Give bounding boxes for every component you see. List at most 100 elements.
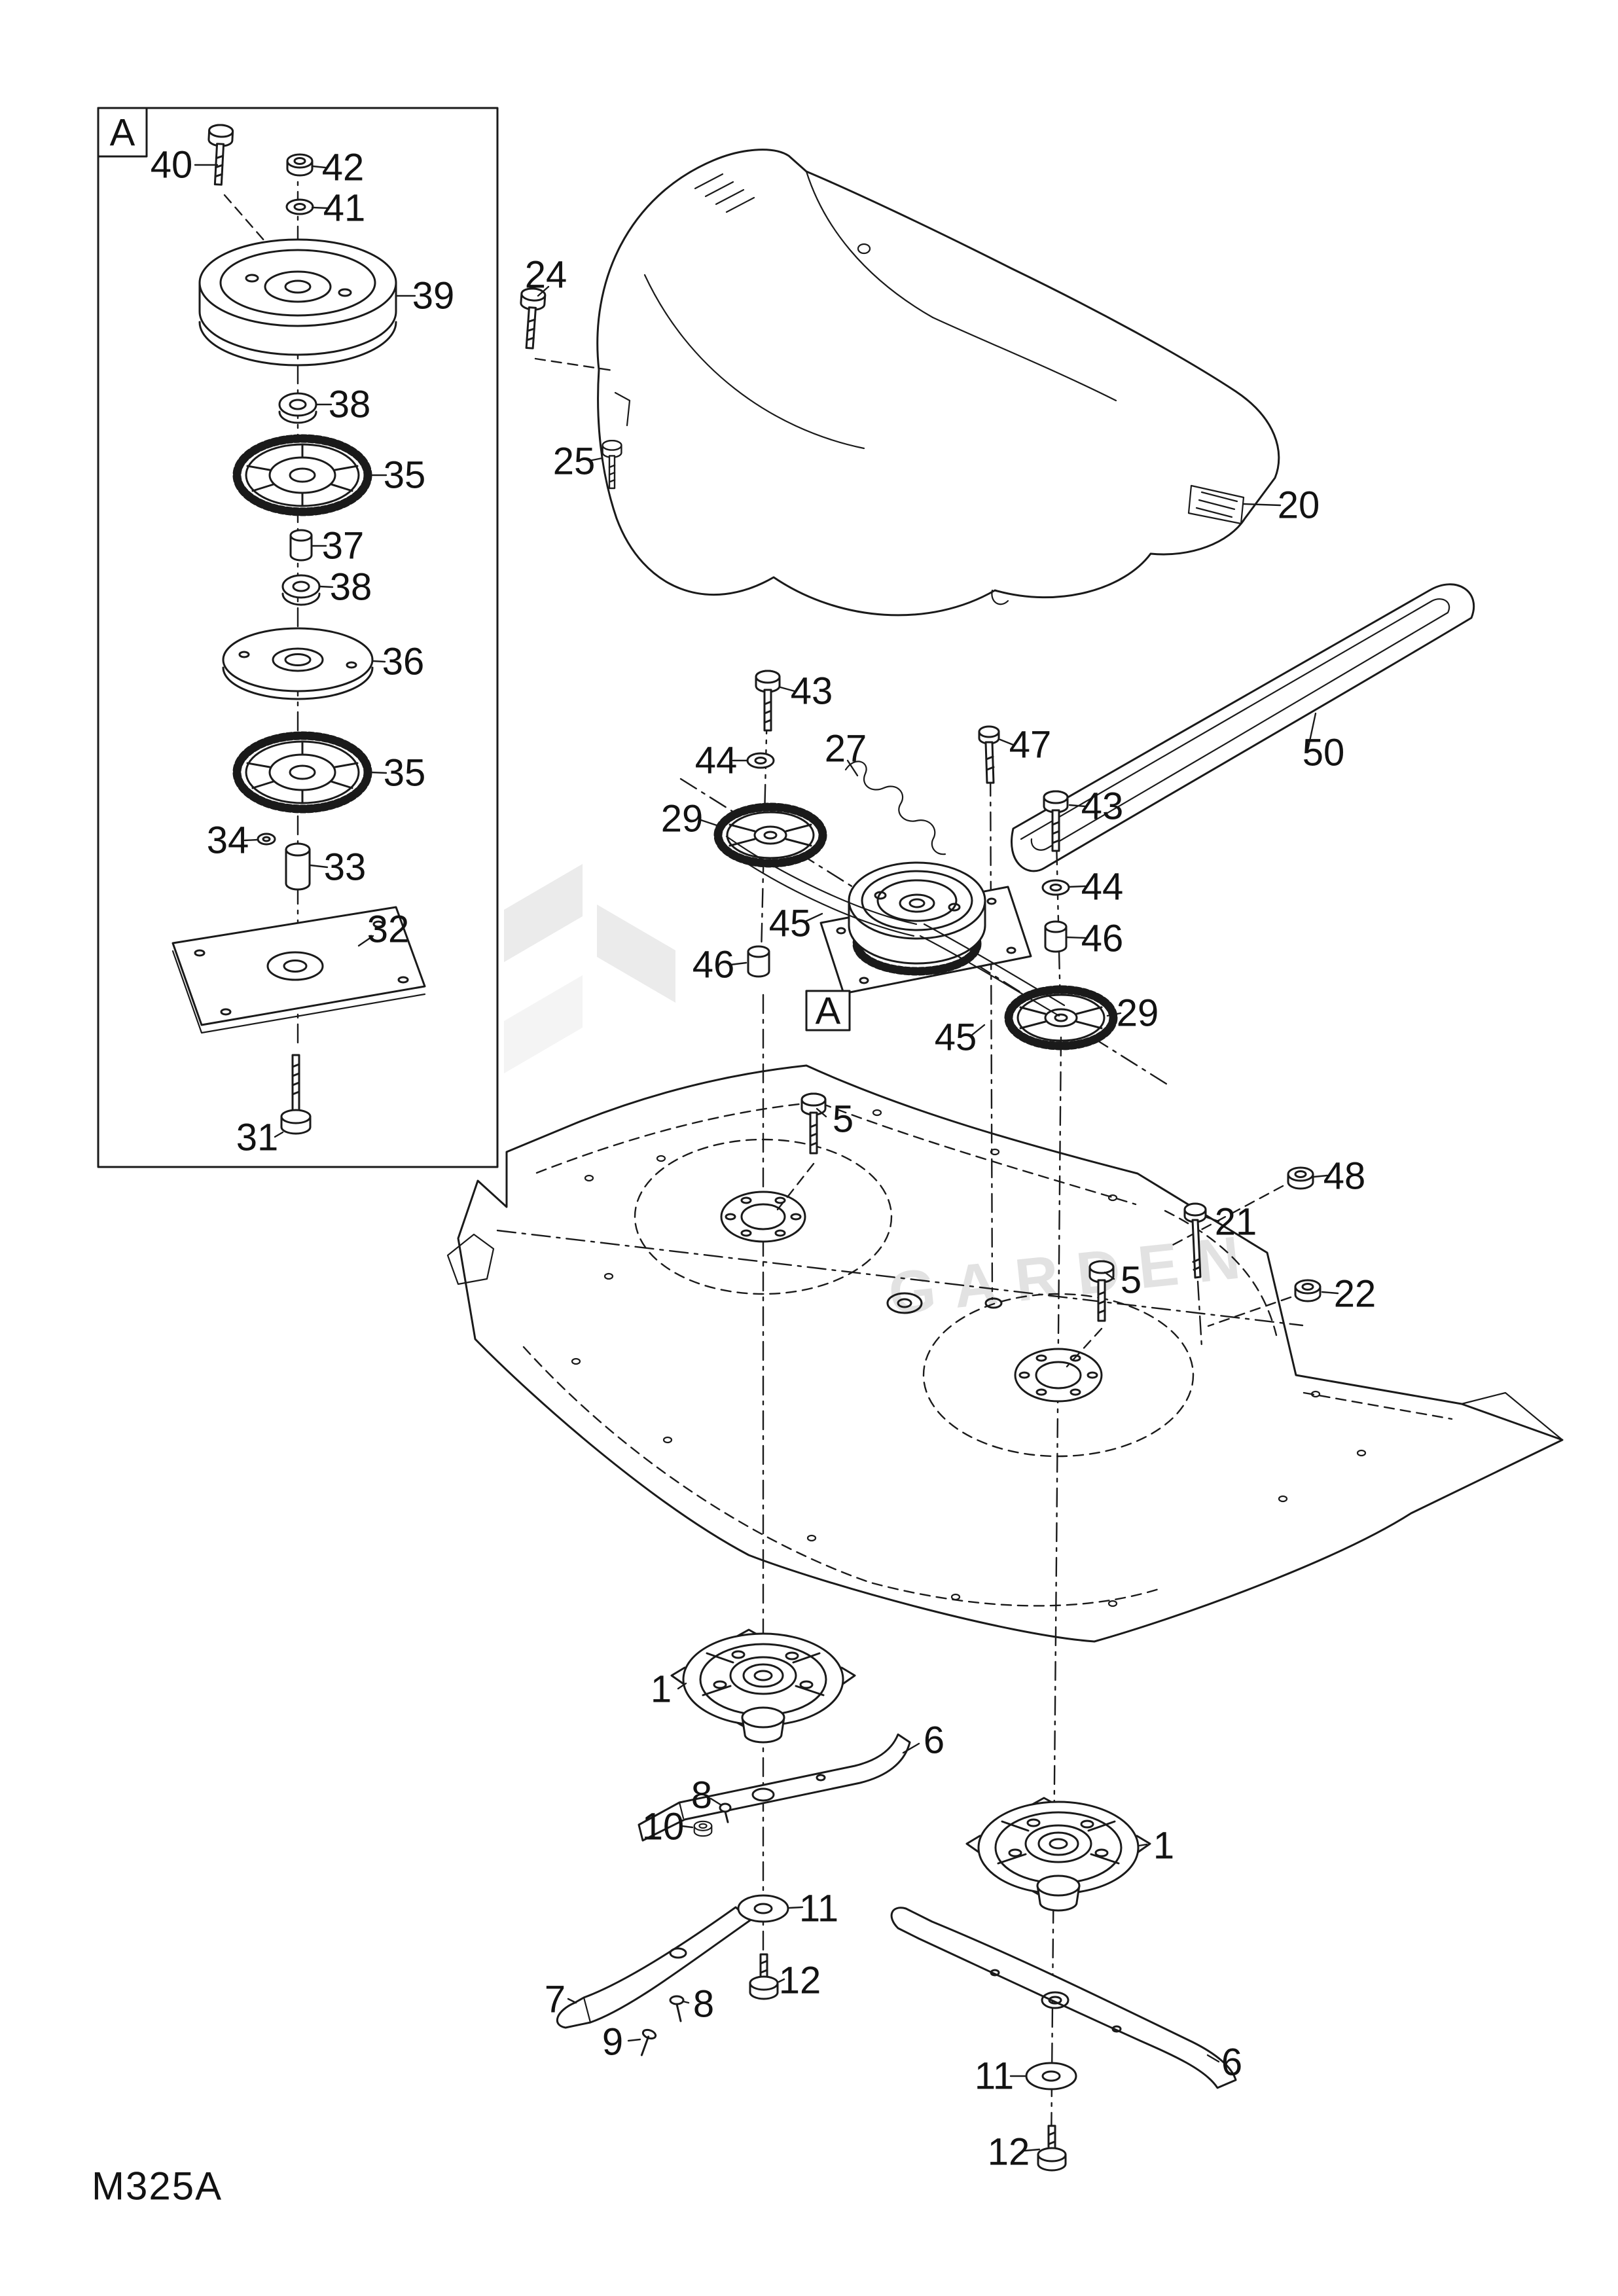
callout-12-left: 12 [779, 1960, 821, 2002]
nut-10 [693, 1820, 713, 1837]
leader-lines [194, 164, 1339, 2152]
callout-45-left: 45 [769, 903, 812, 945]
callout-42: 42 [322, 147, 365, 189]
callout-22: 22 [1334, 1273, 1376, 1316]
small-hardware [640, 1803, 732, 2056]
bolt-8-lower [669, 1995, 685, 2022]
plate-32 [171, 906, 426, 1034]
callout-39: 39 [412, 275, 455, 317]
bolt-43-left [755, 670, 781, 732]
callout-50: 50 [1303, 732, 1345, 774]
callout-38-upper: 38 [329, 384, 371, 426]
callout-43-right: 43 [1081, 785, 1124, 828]
callout-10: 10 [642, 1806, 685, 1848]
deck-holes [571, 1109, 1367, 1607]
callout-20: 20 [1278, 484, 1320, 527]
callout-11-right: 11 [975, 2055, 1014, 2098]
callout-44-left: 44 [695, 740, 738, 782]
callout-43-left: 43 [791, 670, 833, 713]
detail-ref-a-label: A [816, 990, 841, 1033]
gear-35-upper [237, 439, 368, 512]
spindle-assembly-left [670, 1628, 856, 1744]
spacer-33 [285, 842, 311, 891]
blade-lower-right [890, 1907, 1237, 2089]
washer-11-right [1025, 2062, 1077, 2090]
idler-assembly [679, 670, 1173, 1300]
callout-34: 34 [207, 819, 249, 862]
gear-35-lower [237, 736, 368, 809]
deck-cover [596, 149, 1280, 617]
spacer-46-left [747, 945, 770, 978]
detail-box-a [97, 107, 499, 1168]
deck-bolt-5-right [1066, 1260, 1115, 1368]
callout-47: 47 [1009, 724, 1052, 766]
callout-8-lower: 8 [693, 1983, 714, 2026]
callout-9: 9 [602, 2021, 623, 2064]
callout-8-upper: 8 [691, 1774, 712, 1817]
nut-34 [257, 833, 276, 846]
pulley-39 [198, 238, 397, 367]
callout-25: 25 [553, 440, 596, 483]
callout-6-upper: 6 [924, 1719, 944, 1762]
callout-6-lower: 6 [1221, 2041, 1242, 2084]
callout-37: 37 [322, 525, 365, 567]
cover-bolt-24 [516, 287, 614, 372]
belt-45 [720, 835, 1066, 1017]
callout-32: 32 [367, 908, 410, 951]
bolt-47 [978, 725, 1000, 784]
washer-11-left [737, 1894, 789, 1923]
detail-ref-a [805, 990, 851, 1031]
blade-bolt-12-left [749, 1953, 779, 2000]
callout-38-lower: 38 [330, 566, 372, 609]
blade-upper [638, 1733, 911, 1842]
callout-33: 33 [324, 846, 367, 889]
callout-40: 40 [151, 144, 193, 187]
callout-46-left: 46 [692, 944, 735, 986]
spacer-46-right [1044, 920, 1068, 953]
mower-deck [446, 994, 1564, 2155]
detail-box-a-label: A [110, 112, 135, 154]
deck-center-hole [886, 1292, 1003, 1314]
spacer-37 [289, 529, 313, 562]
center-pulley [848, 861, 986, 976]
bolt-21 [1183, 1202, 1207, 1348]
nut-48 [1172, 1166, 1314, 1246]
callout-35-upper: 35 [384, 454, 426, 497]
blade-bolt-12-right [1037, 2125, 1067, 2172]
washer-44-left [746, 752, 775, 769]
callout-44-right: 44 [1081, 866, 1124, 908]
callout-29-right: 29 [1117, 992, 1159, 1035]
callout-21: 21 [1215, 1201, 1257, 1244]
callout-29-left: 29 [661, 798, 704, 840]
callout-48: 48 [1323, 1155, 1366, 1198]
callout-35-lower: 35 [384, 752, 426, 795]
drive-belt [1011, 583, 1475, 872]
callout-1-left: 1 [651, 1668, 672, 1711]
cable-27 [844, 761, 946, 855]
disc-36 [222, 627, 374, 700]
callout-7: 7 [545, 1979, 566, 2021]
deck-bolt-5-left [776, 1092, 827, 1211]
deck-hub-right [1014, 1348, 1103, 1403]
washer-44-right [1041, 879, 1070, 896]
spindle-assembly-right [965, 1797, 1151, 1912]
deck-hub-left [720, 1191, 806, 1243]
bolt-9 [640, 2028, 657, 2056]
callout-36: 36 [382, 641, 425, 683]
blade-lower-left [556, 1906, 751, 2029]
callout-45-right: 45 [935, 1016, 977, 1059]
callout-41: 41 [323, 187, 366, 230]
nut-22 [1207, 1279, 1321, 1327]
callout-11-left: 11 [799, 1888, 838, 1930]
callout-1-right: 1 [1153, 1825, 1174, 1867]
callout-12-right: 12 [988, 2131, 1030, 2174]
nut-42 [286, 153, 314, 177]
watermark-text: GARDEN [886, 1223, 1261, 1328]
bolt-8-upper [719, 1803, 732, 1823]
callout-5-left: 5 [833, 1098, 854, 1141]
callout-labels: A A 40 42 41 39 38 35 37 38 36 35 34 33 … [110, 112, 1376, 2174]
callout-46-right: 46 [1081, 918, 1124, 960]
callout-31: 31 [236, 1117, 279, 1159]
callout-27: 27 [825, 728, 867, 770]
